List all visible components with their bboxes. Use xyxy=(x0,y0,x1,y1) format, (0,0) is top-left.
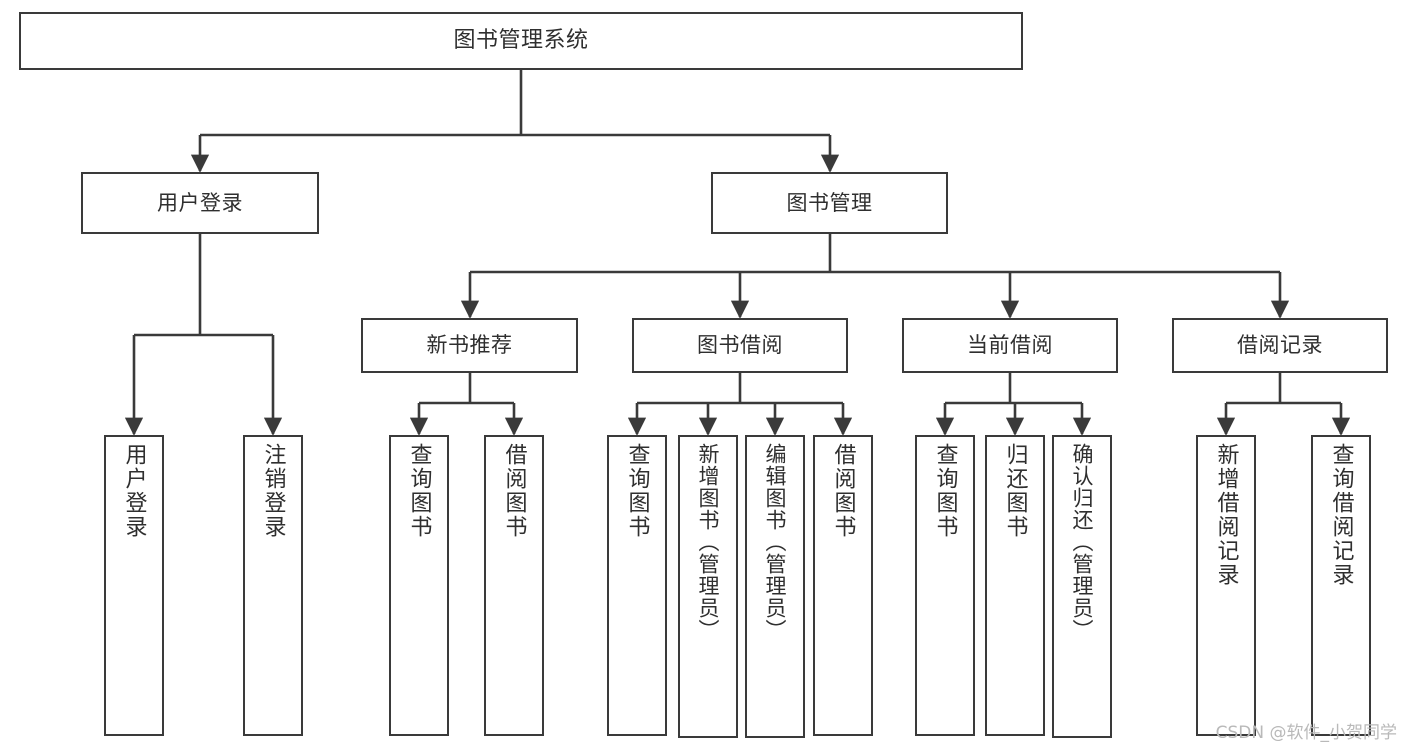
node-label: 编辑图书（管理员） xyxy=(763,443,788,641)
node-leaf-user-login[interactable]: 用户登录 xyxy=(104,435,164,736)
node-leaf-edit-book[interactable]: 编辑图书（管理员） xyxy=(745,435,805,738)
node-leaf-logout[interactable]: 注销登录 xyxy=(243,435,303,736)
node-label: 图书管理系统 xyxy=(453,28,589,54)
node-new-book-rec[interactable]: 新书推荐 xyxy=(361,318,578,373)
node-leaf-query-book-1[interactable]: 查询图书 xyxy=(389,435,449,736)
node-leaf-query-book-2[interactable]: 查询图书 xyxy=(607,435,667,736)
node-label: 图书管理 xyxy=(786,190,873,215)
node-label: 用户登录 xyxy=(121,443,147,539)
node-label: 用户登录 xyxy=(157,190,243,215)
node-leaf-borrow-book-2[interactable]: 借阅图书 xyxy=(813,435,873,736)
node-current-borrow[interactable]: 当前借阅 xyxy=(902,318,1118,373)
node-user-login[interactable]: 用户登录 xyxy=(81,172,319,234)
node-root[interactable]: 图书管理系统 xyxy=(19,12,1023,70)
node-label: 注销登录 xyxy=(260,443,286,539)
node-label: 确认归还（管理员） xyxy=(1070,443,1095,641)
node-label: 当前借阅 xyxy=(967,333,1053,358)
watermark: CSDN @软件_小贺同学 xyxy=(1215,723,1397,743)
node-leaf-borrow-book-1[interactable]: 借阅图书 xyxy=(484,435,544,736)
node-leaf-add-book[interactable]: 新增图书（管理员） xyxy=(678,435,738,738)
node-label: 查询图书 xyxy=(624,443,650,539)
node-label: 借阅记录 xyxy=(1237,333,1323,358)
node-book-borrow[interactable]: 图书借阅 xyxy=(632,318,848,373)
node-label: 新书推荐 xyxy=(426,333,513,358)
node-label: 新增图书（管理员） xyxy=(696,443,721,641)
node-leaf-confirm-return[interactable]: 确认归还（管理员） xyxy=(1052,435,1112,738)
node-leaf-return-book[interactable]: 归还图书 xyxy=(985,435,1045,736)
node-leaf-query-book-3[interactable]: 查询图书 xyxy=(915,435,975,736)
node-label: 借阅图书 xyxy=(501,443,527,539)
node-label: 归还图书 xyxy=(1002,443,1028,539)
node-label: 查询借阅记录 xyxy=(1328,443,1354,587)
node-book-manage[interactable]: 图书管理 xyxy=(711,172,948,234)
node-label: 新增借阅记录 xyxy=(1213,443,1239,587)
node-label: 借阅图书 xyxy=(830,443,856,539)
node-leaf-query-record[interactable]: 查询借阅记录 xyxy=(1311,435,1371,736)
node-label: 图书借阅 xyxy=(697,333,783,358)
node-label: 查询图书 xyxy=(932,443,958,539)
node-leaf-add-record[interactable]: 新增借阅记录 xyxy=(1196,435,1256,736)
node-borrow-record[interactable]: 借阅记录 xyxy=(1172,318,1388,373)
node-label: 查询图书 xyxy=(406,443,432,539)
